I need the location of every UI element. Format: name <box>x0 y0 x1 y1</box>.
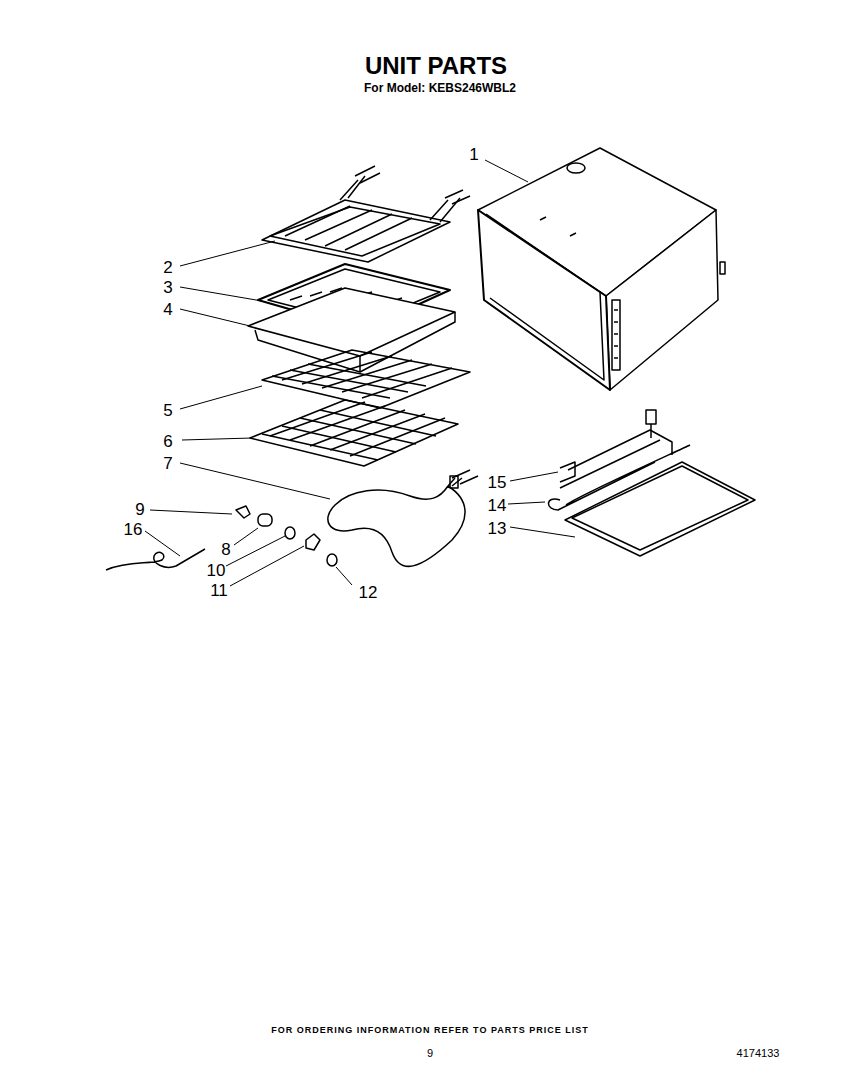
callout-number: 14 <box>488 497 507 514</box>
footer-note: FOR ORDERING INFORMATION REFER TO PARTS … <box>271 1026 589 1035</box>
callout-number: 6 <box>163 433 172 450</box>
callout-number: 12 <box>359 584 378 601</box>
callout-number: 10 <box>207 562 226 579</box>
leader-lines <box>145 160 575 586</box>
document-number: 4174133 <box>737 1048 780 1059</box>
oven-rack <box>250 350 470 466</box>
callout-number: 8 <box>221 541 230 558</box>
broil-element <box>262 166 470 262</box>
callout-number: 4 <box>163 301 172 318</box>
callout-number: 3 <box>163 279 172 296</box>
callout-number: 13 <box>488 520 507 537</box>
callout-number: 5 <box>163 402 172 419</box>
page-number: 9 <box>427 1048 433 1059</box>
broiler-pan <box>248 264 455 372</box>
callout-number: 15 <box>488 474 507 491</box>
callout-number: 11 <box>210 582 228 599</box>
callout-number: 1 <box>469 146 478 163</box>
model-line: For Model: KEBS246WBL2 <box>364 82 516 94</box>
bottom-panel <box>548 410 755 556</box>
diagram-title: UNIT PARTS <box>365 54 507 78</box>
oven-cavity <box>478 148 725 390</box>
callout-number: 16 <box>124 521 143 538</box>
callout-number: 9 <box>135 501 144 518</box>
bake-element <box>328 470 478 566</box>
callout-number: 2 <box>163 259 172 276</box>
callout-number: 7 <box>163 455 172 472</box>
